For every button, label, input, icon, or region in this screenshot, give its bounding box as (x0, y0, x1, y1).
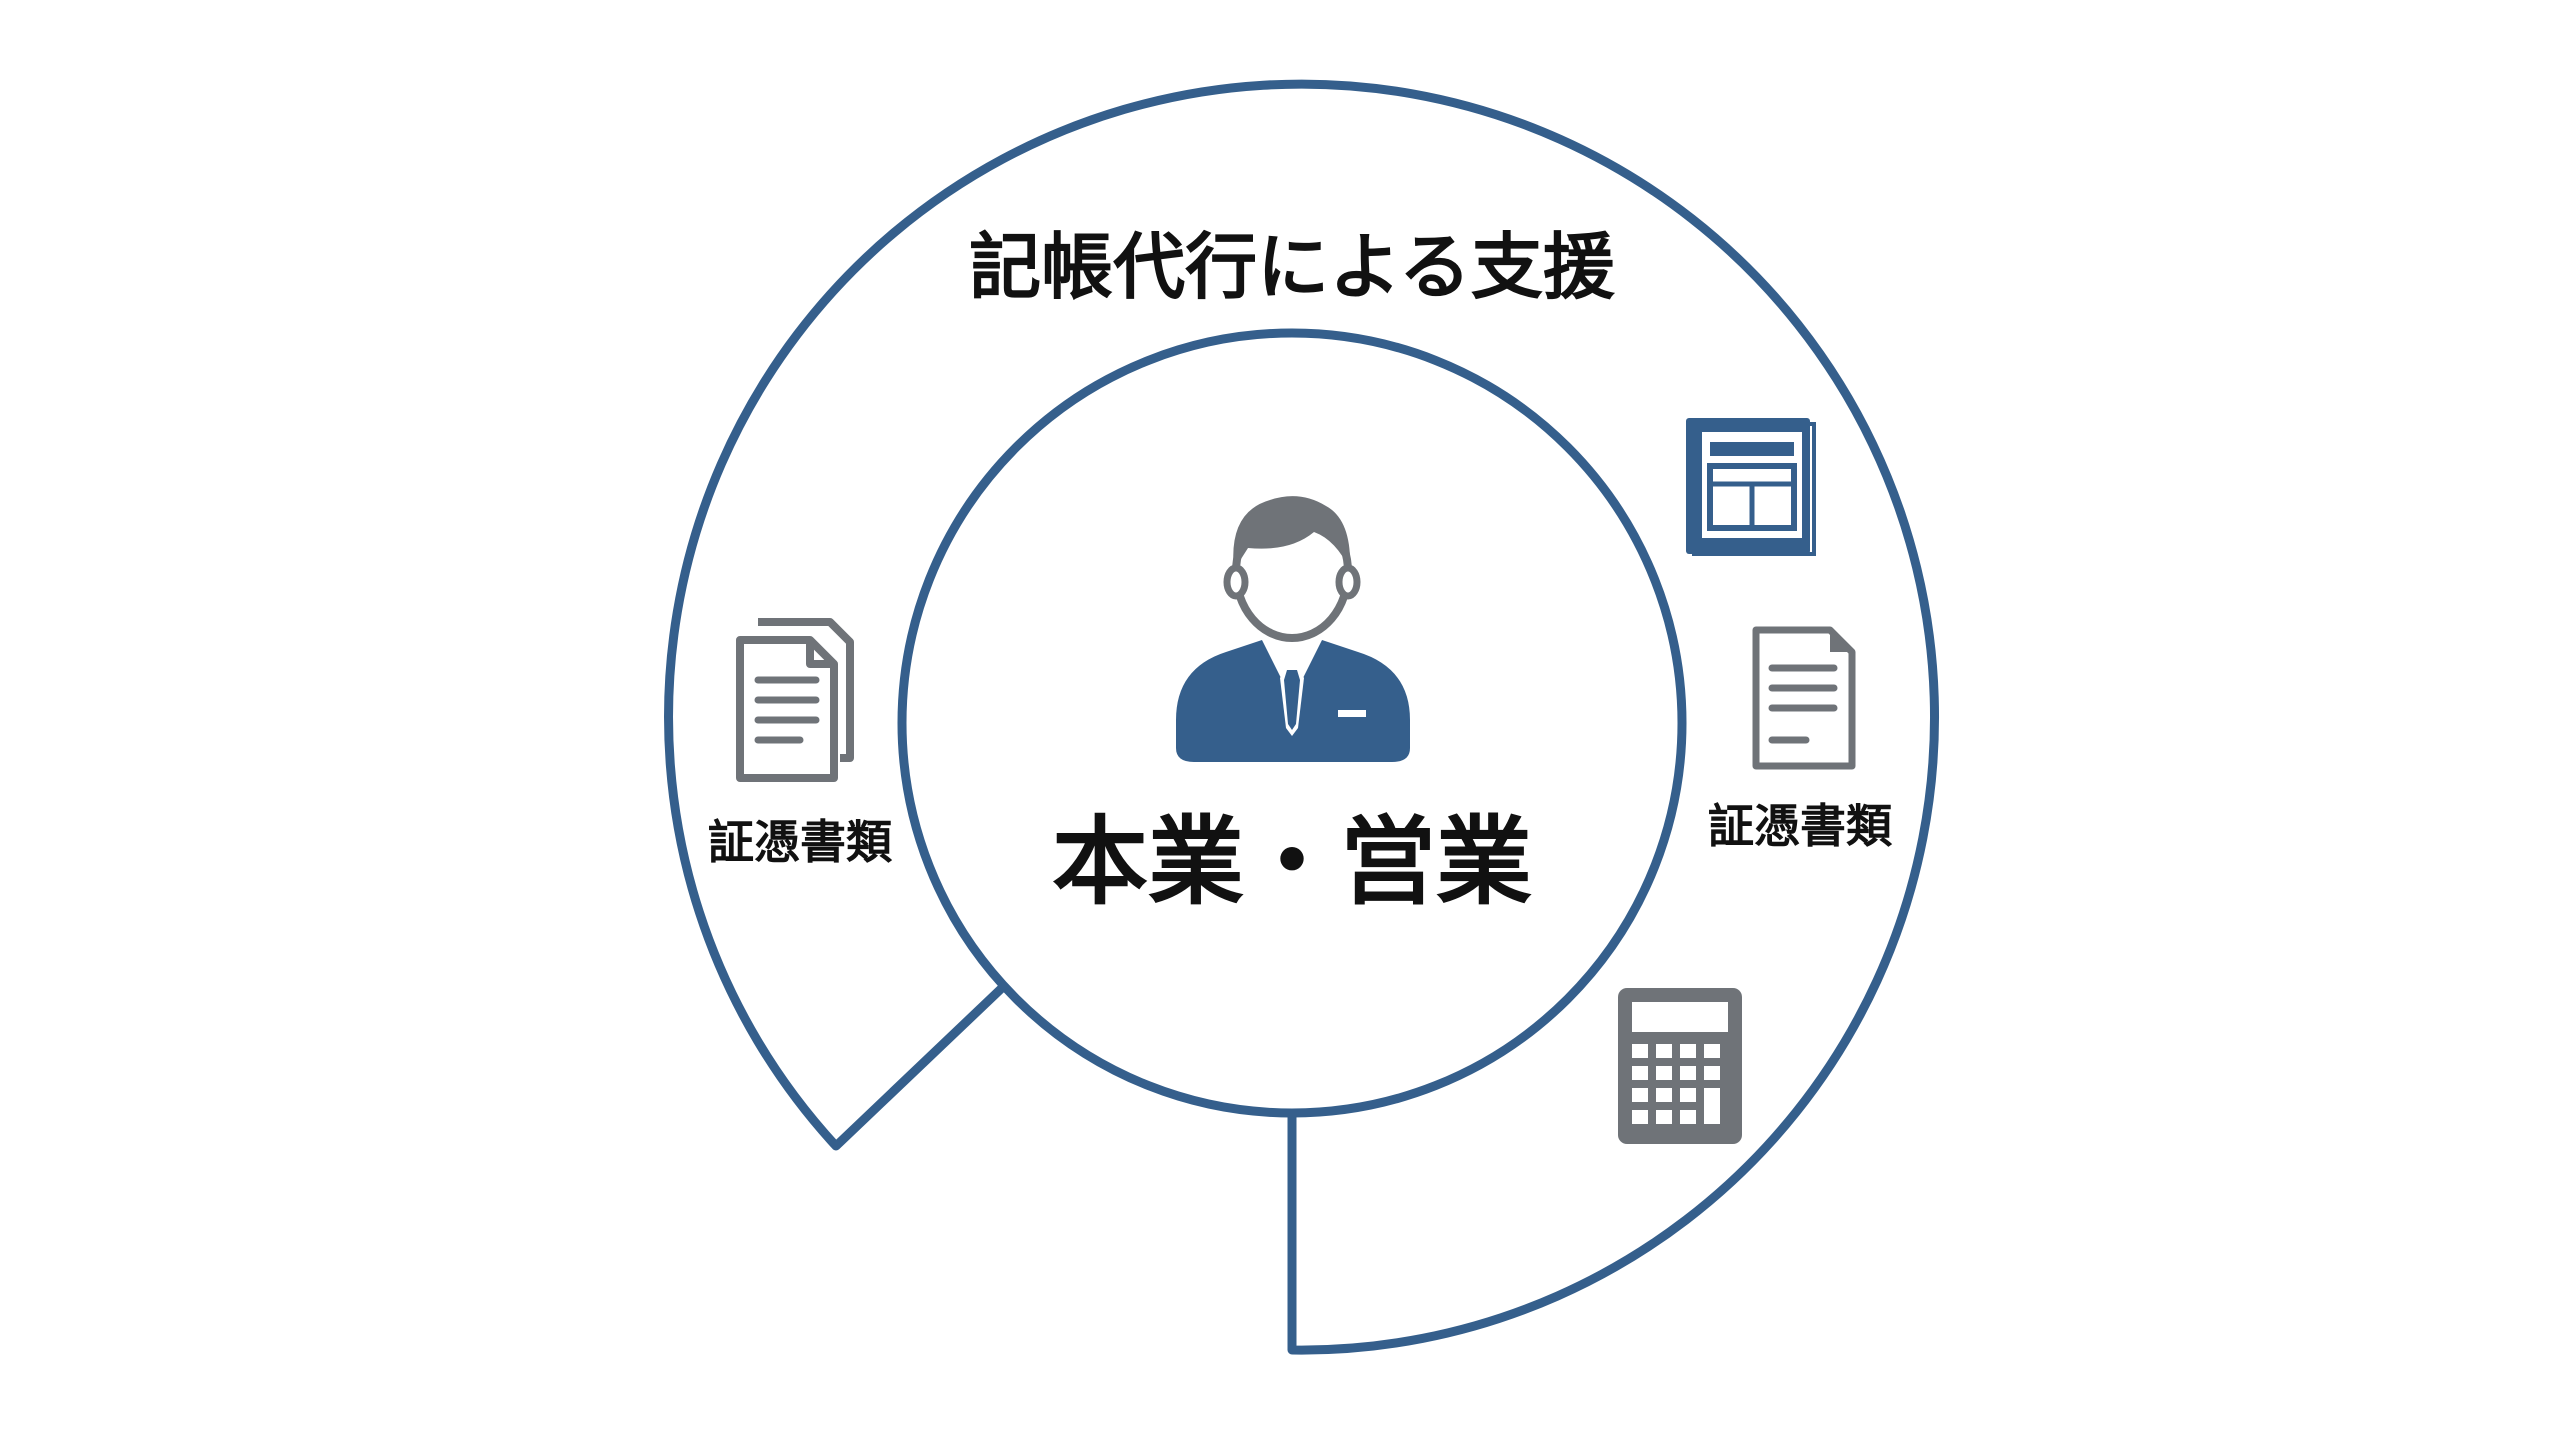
outer-ring (664, 79, 1940, 1355)
calculator-key (1632, 1088, 1648, 1102)
calculator-icon (1618, 988, 1742, 1144)
calculator-key (1680, 1044, 1696, 1058)
calculator-key (1632, 1044, 1648, 1058)
ledger-book-icon (1686, 418, 1816, 556)
center-label: 本業・営業 (1052, 806, 1532, 918)
calculator-key (1656, 1066, 1672, 1080)
documents-lines (754, 676, 820, 744)
documents-stack-icon (736, 618, 854, 782)
document-icon (1752, 626, 1856, 770)
businessman-icon (1176, 496, 1410, 762)
outer-ring-label: 記帳代行による支援 (969, 225, 1616, 309)
calculator-key (1656, 1110, 1672, 1124)
left-doc-label: 証憑書類 (708, 815, 893, 869)
calculator-key (1704, 1088, 1720, 1124)
calculator-key (1656, 1088, 1672, 1102)
calculator-key (1632, 1066, 1648, 1080)
calculator-key (1632, 1110, 1648, 1124)
calculator-key (1704, 1044, 1720, 1058)
right-doc-label: 証憑書類 (1708, 799, 1893, 853)
calculator-key (1680, 1088, 1696, 1102)
calculator-key (1680, 1066, 1696, 1080)
calculator-key (1656, 1044, 1672, 1058)
calculator-key (1680, 1110, 1696, 1124)
calculator-key (1704, 1066, 1720, 1080)
